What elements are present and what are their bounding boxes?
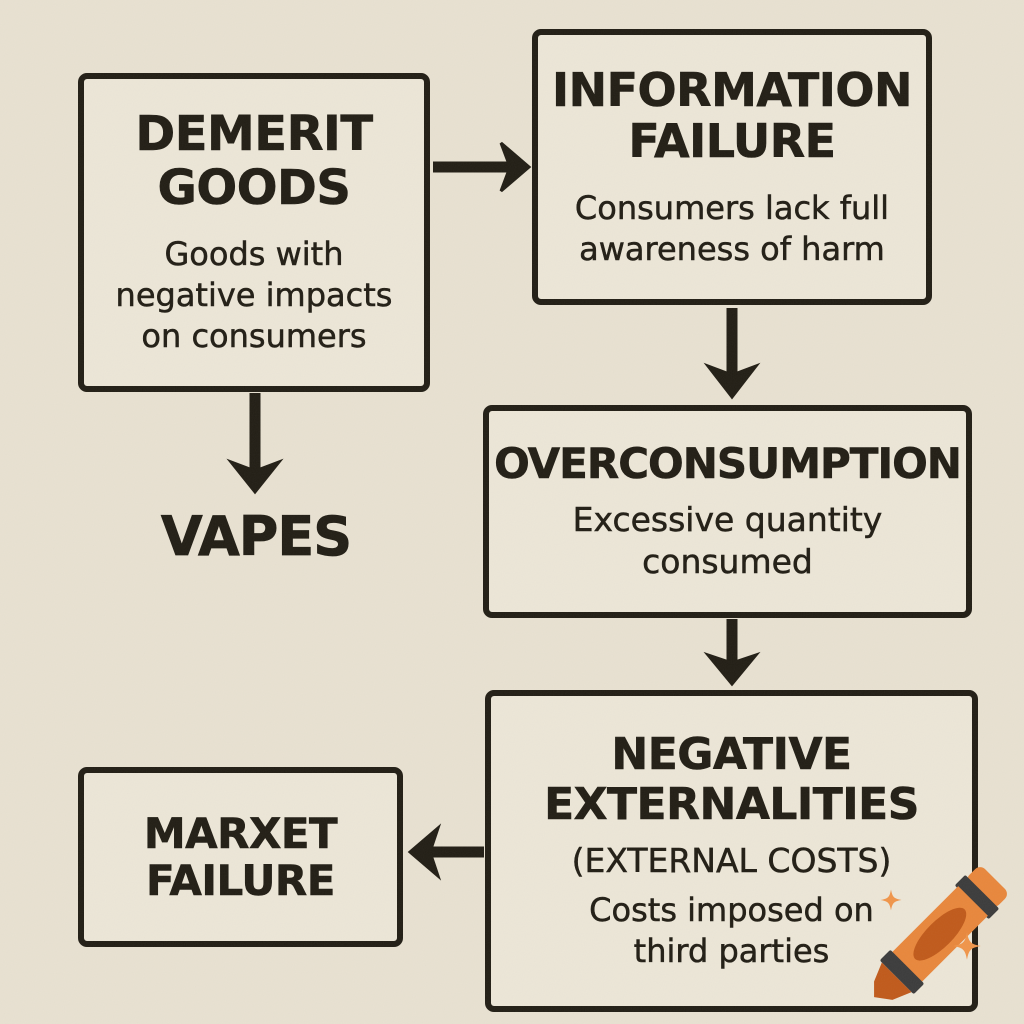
node-information-failure: INFORMATION FAILURE Consumers lack full … [532,29,932,305]
node-subtitle: Costs imposed on third parties [589,890,874,970]
node-subtitle: Consumers lack full awareness of harm [574,188,890,268]
node-overconsumption: OVERCONSUMPTION Excessive quantity consu… [483,405,972,618]
node-subtitle: Excessive quantity consumed [572,499,883,582]
node-subtitle-caps: (EXTERNAL COSTS) [571,841,892,881]
arrow-demerit-to-vapes-icon [226,393,284,495]
arrow-overconsumption-to-externalities-icon [703,619,761,687]
node-subtitle: Goods with negative impacts on consumers [115,234,393,355]
arrow-information-to-overconsumption-icon [703,308,761,400]
node-title: MARXET FAILURE [143,808,338,905]
vapes-label: VAPES [160,505,352,569]
node-title: NEGATIVE EXTERNALITIES [544,729,920,830]
arrow-externalities-to-market-failure-icon [407,823,484,881]
node-title: OVERCONSUMPTION [494,438,962,488]
node-title: DEMERIT GOODS [135,106,373,217]
node-title: INFORMATION FAILURE [552,62,913,169]
node-demerit-goods: DEMERIT GOODS Goods with negative impact… [78,73,430,392]
crayon-icon [874,867,1007,1000]
arrow-demerit-to-information-icon [433,141,532,193]
node-market-failure: MARXET FAILURE [78,767,403,947]
sparkle-icon [880,889,902,911]
